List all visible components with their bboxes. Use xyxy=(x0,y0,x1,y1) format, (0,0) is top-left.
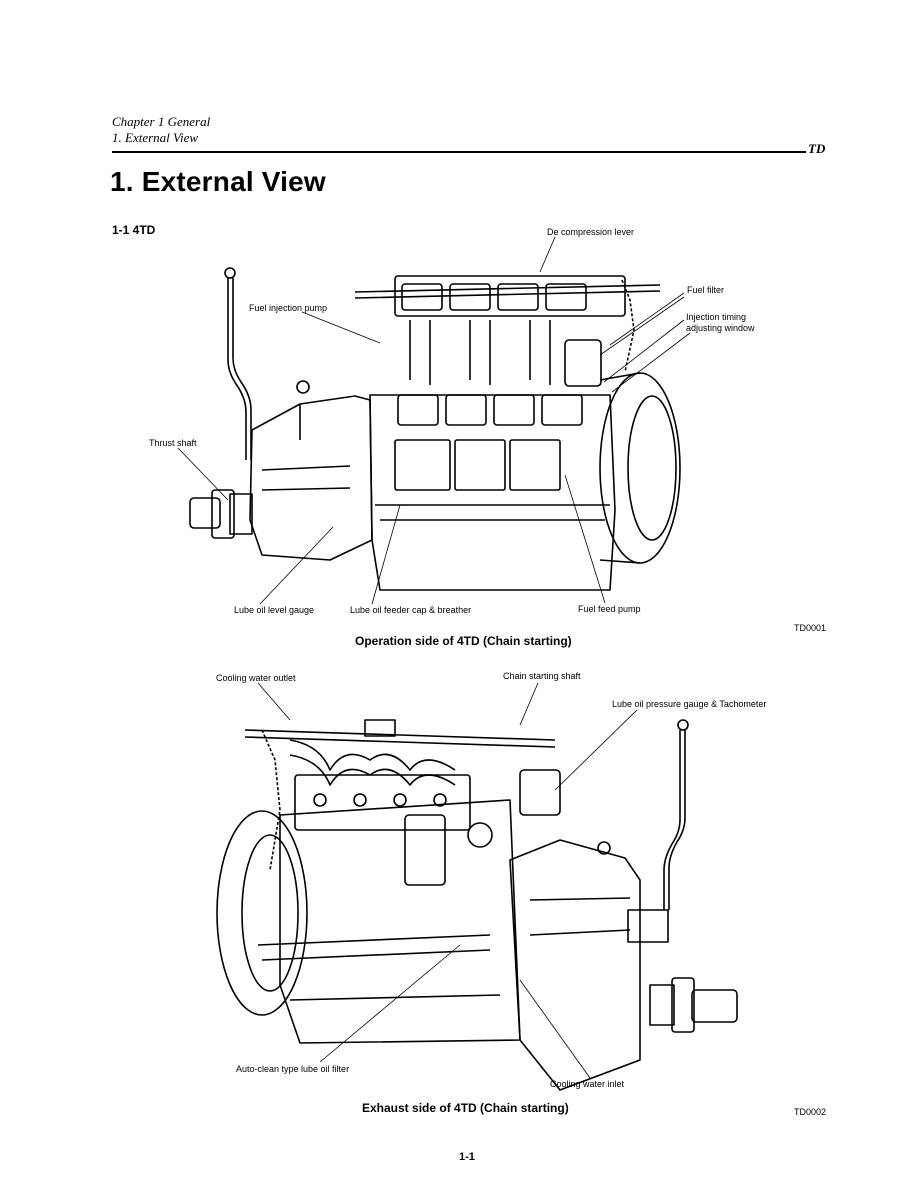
section-subheading: 1. External View xyxy=(112,130,199,145)
page-number: 1-1 xyxy=(459,1151,475,1163)
model-tag: TD xyxy=(808,141,826,156)
figure2-caption: Exhaust side of 4TD (Chain starting) xyxy=(362,1101,569,1115)
label-lube-oil-pressure-gauge: Lube oil pressure gauge & Tachometer xyxy=(612,699,767,709)
label-fuel-injection-pump: Fuel injection pump xyxy=(249,303,328,313)
label-decompression-lever: De compression lever xyxy=(547,227,635,237)
label-fuel-filter: Fuel filter xyxy=(687,285,725,295)
label-fuel-feed-pump: Fuel feed pump xyxy=(578,604,641,614)
label-lube-oil-level-gauge: Lube oil level gauge xyxy=(234,605,315,615)
figure2-code: TD0002 xyxy=(794,1107,827,1117)
label-chain-starting-shaft: Chain starting shaft xyxy=(503,671,581,681)
label-lube-oil-feeder-cap: Lube oil feeder cap & breather xyxy=(350,605,472,615)
label-cooling-water-outlet: Cooling water outlet xyxy=(216,673,296,683)
label-auto-clean-filter: Auto-clean type lube oil filter xyxy=(236,1064,350,1074)
label-thrust-shaft: Thrust shaft xyxy=(149,438,197,448)
figure1-caption: Operation side of 4TD (Chain starting) xyxy=(355,634,572,648)
label-cooling-water-inlet: Cooling water inlet xyxy=(550,1079,625,1089)
page-title: 1. External View xyxy=(110,166,326,197)
chapter-heading: Chapter 1 General xyxy=(112,114,211,129)
figure1-code: TD0001 xyxy=(794,623,827,633)
label-injection-timing-1: Injection timing xyxy=(686,312,747,322)
section-heading: 1-1 4TD xyxy=(112,223,156,237)
label-injection-timing-2: adjusting window xyxy=(686,323,755,333)
header-rule xyxy=(112,151,806,153)
